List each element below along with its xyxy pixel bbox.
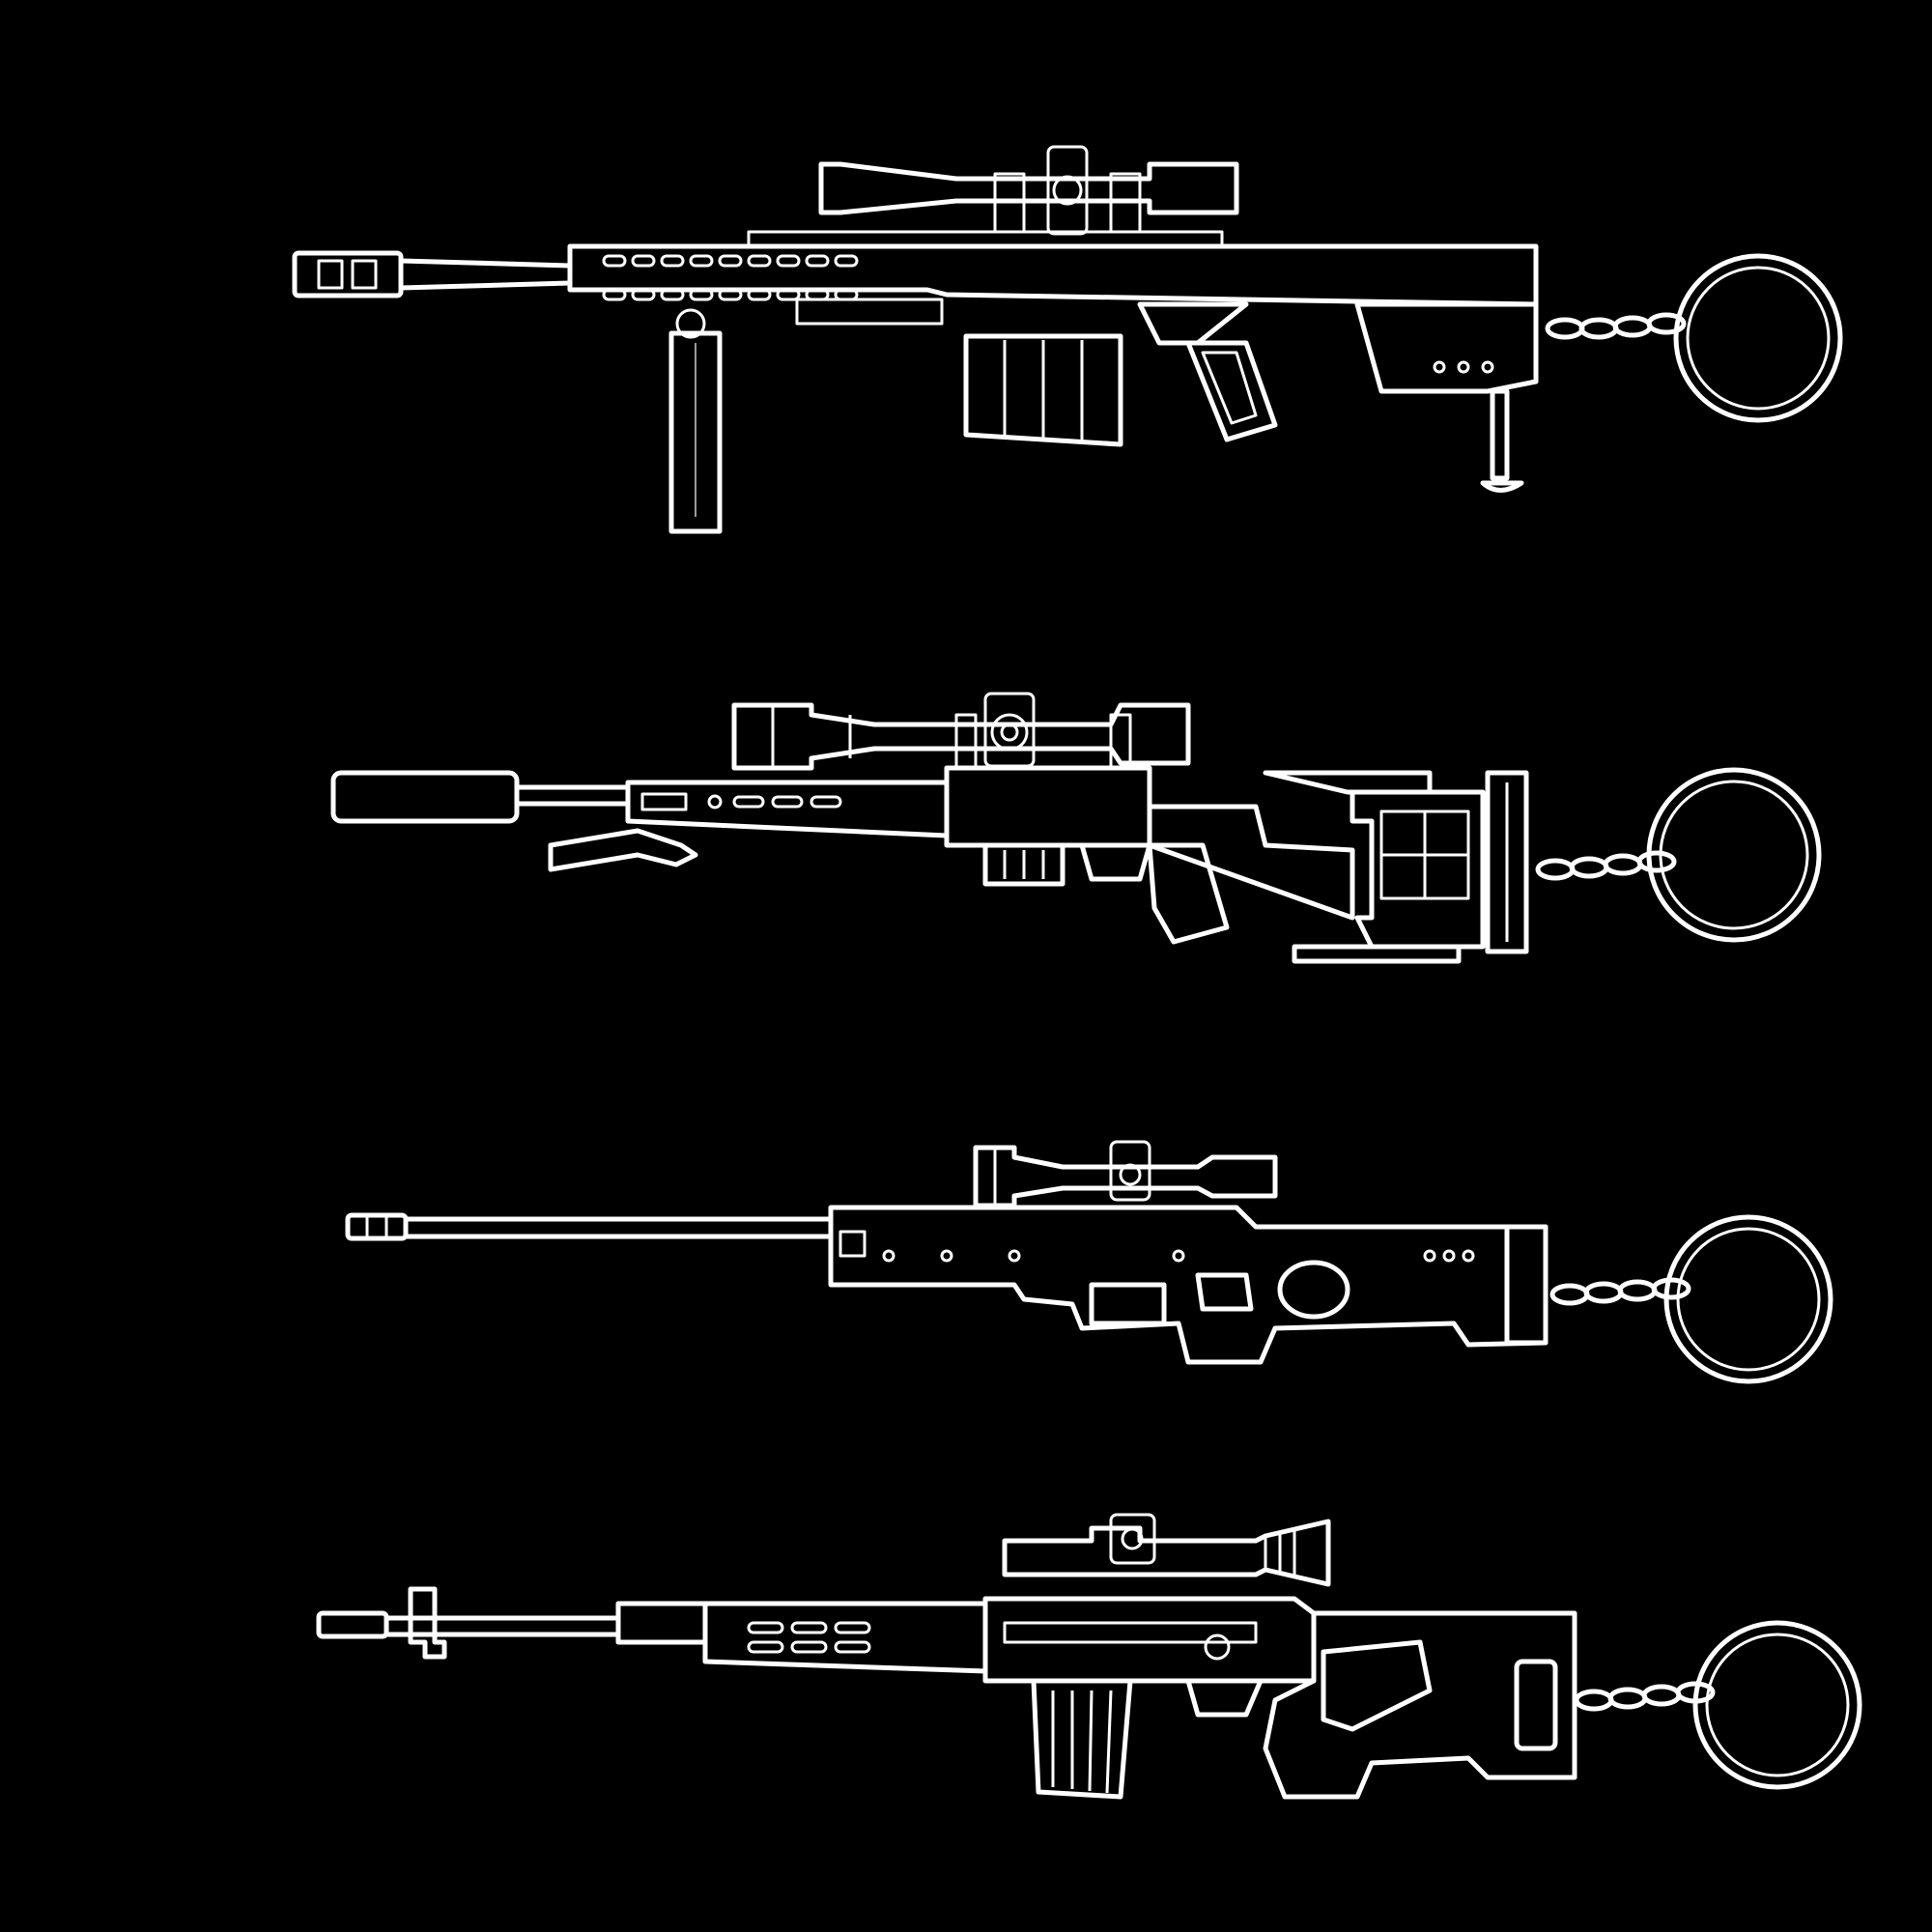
bipod: [548, 828, 698, 872]
stock-base: [1292, 944, 1462, 964]
scope-turret-knob: [990, 713, 1029, 752]
keychain-chain: [1545, 312, 1687, 340]
scope-ring: [993, 172, 1026, 234]
suppressor: [330, 770, 520, 824]
pistol-grip: [1185, 340, 1278, 442]
buttstock: [1350, 789, 1486, 950]
magazine: [963, 333, 1123, 447]
muzzle-brake-port: [351, 259, 378, 290]
muzzle-brake-port: [317, 259, 344, 290]
magazine: [1031, 1678, 1133, 1800]
stock: [828, 1205, 1548, 1365]
bolt-action-sniper-rifle-icon: [345, 1140, 1833, 1384]
scope: [973, 1145, 1278, 1208]
front-sight: [408, 1586, 447, 1660]
trigger-guard: [1195, 1272, 1254, 1312]
barrel: [514, 784, 631, 807]
rifle-keychain-1: [0, 135, 1932, 541]
handguard-slot: [640, 792, 688, 811]
cheek-riser: [1263, 770, 1433, 795]
key-ring: [1692, 1620, 1862, 1790]
buttstock: [1354, 301, 1539, 394]
flash-hider: [316, 1610, 389, 1639]
anti-materiel-rifle-icon: [292, 145, 1843, 534]
key-ring: [1646, 767, 1822, 943]
scope-turret: [983, 692, 1036, 768]
handguard: [702, 1601, 988, 1674]
scope-ring: [1109, 713, 1132, 770]
chassis-sniper-rifle-icon: [330, 692, 1822, 964]
scope-turret-knob: [1121, 1527, 1144, 1550]
muzzle-brake: [292, 250, 404, 298]
rifle-keychain-4: [0, 1507, 1932, 1855]
stock-panel: [838, 1230, 867, 1258]
barrel: [384, 1615, 621, 1637]
rear-monopod: [1490, 388, 1510, 481]
carry-handle: [795, 298, 944, 326]
magazine: [1089, 1282, 1167, 1326]
scope-turret: [1046, 145, 1089, 236]
trigger-guard: [1137, 301, 1249, 346]
butt-pad: [1504, 1224, 1548, 1346]
trigger-guard: [1079, 842, 1152, 882]
key-ring: [1663, 1214, 1833, 1384]
gas-block: [615, 1601, 708, 1645]
magazine: [982, 842, 1065, 887]
muzzle-brake: [345, 1212, 409, 1241]
scope-turret: [1109, 1513, 1156, 1565]
thumbhole: [1277, 1260, 1350, 1320]
receiver: [944, 765, 1152, 848]
butt-pad: [1485, 770, 1529, 954]
bipod-leg: [668, 330, 723, 534]
thumbhole: [1321, 1639, 1433, 1732]
handguard-slots: [602, 254, 859, 301]
bipod-pivot: [675, 308, 706, 339]
trigger-guard: [1185, 1678, 1264, 1718]
scope-turret-knob: [1052, 175, 1083, 206]
top-rail: [747, 230, 1224, 248]
scope: [731, 702, 1191, 771]
keychain-chain: [1574, 1681, 1716, 1712]
keychain-chain: [1549, 1277, 1691, 1306]
scope-ring: [1109, 172, 1142, 234]
upper-receiver: [567, 243, 1539, 307]
chassis-tube: [1147, 804, 1355, 921]
rifle-keychain-3: [0, 1130, 1932, 1391]
cheek-rest: [1514, 1659, 1558, 1751]
keychain-chain: [1535, 850, 1677, 881]
scope-turret-knob: [1119, 1163, 1142, 1186]
pistol-grip: [1147, 842, 1230, 945]
scope-ring: [954, 713, 978, 770]
barrel: [403, 1216, 834, 1239]
thumbhole-stock: [1263, 1610, 1577, 1800]
scope-turret: [1109, 1140, 1151, 1202]
rifle-keychain-2: [0, 676, 1932, 995]
key-ring: [1673, 253, 1843, 423]
scope: [818, 161, 1239, 215]
barrel: [398, 258, 573, 291]
receiver: [982, 1596, 1317, 1684]
marksman-rifle-icon: [316, 1513, 1862, 1800]
